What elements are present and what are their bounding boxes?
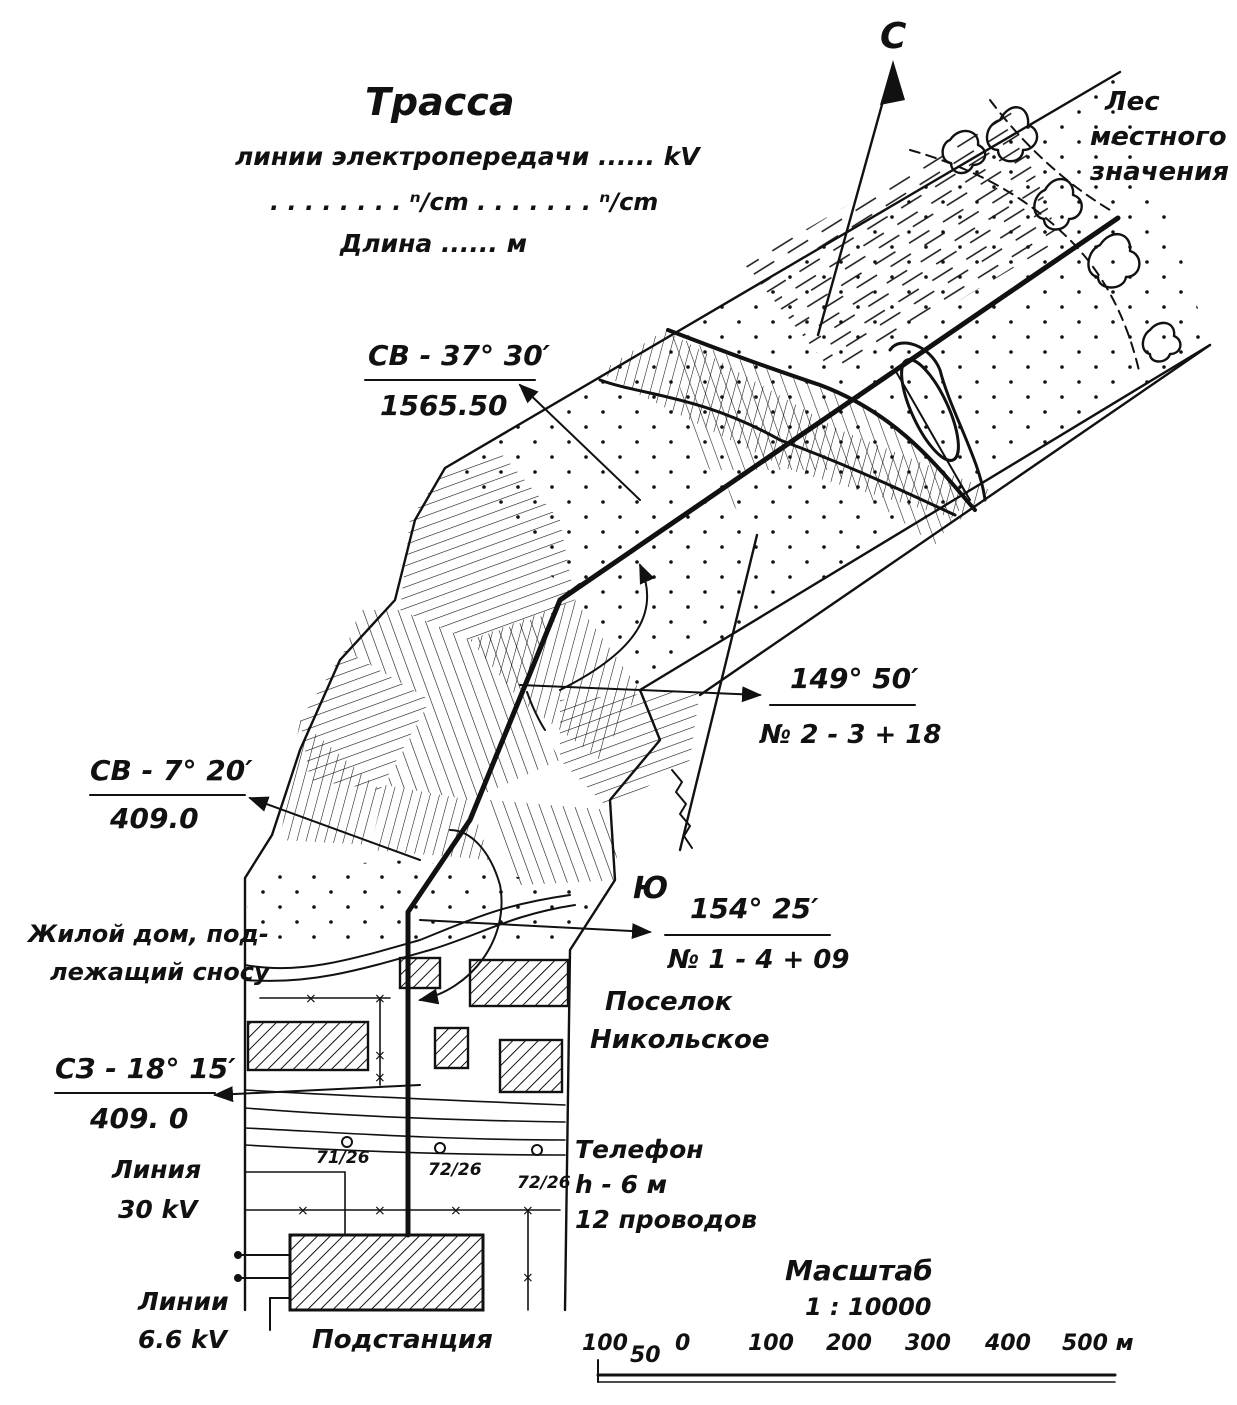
building bbox=[433, 1026, 470, 1070]
building bbox=[498, 1038, 564, 1094]
village-label-line1: Поселок bbox=[605, 987, 734, 1017]
line66-label-line2: 6.6 kV bbox=[138, 1325, 229, 1354]
forest-label-line3: значения bbox=[1089, 157, 1229, 187]
scale-bar: Масштаб 1 : 10000 100 50 0 100 200 300 4… bbox=[582, 1254, 1134, 1383]
forest-area bbox=[909, 99, 1182, 376]
forest-label-line1: Лес bbox=[1104, 87, 1160, 117]
scale-tick-label: 100 bbox=[748, 1331, 794, 1356]
bearing-label-2: 149° 50′ № 2 - 3 + 18 bbox=[759, 662, 941, 750]
house-label-line1: Жилой дом, под- bbox=[26, 920, 269, 948]
title-line2: . . . . . . . . ⁿ/cm . . . . . . . ⁿ/cm bbox=[270, 188, 658, 216]
scale-title: Масштаб bbox=[785, 1254, 933, 1287]
feeder-lines bbox=[234, 1251, 291, 1331]
power-line-route bbox=[405, 215, 1121, 1238]
svg-text:×: × bbox=[305, 991, 317, 1007]
bearing-4-angle: 154° 25′ bbox=[690, 892, 819, 925]
scale-tick-label: 0 bbox=[675, 1331, 690, 1356]
scale-tick-label: 500 м bbox=[1062, 1331, 1134, 1356]
svg-text:×: × bbox=[374, 1048, 386, 1064]
bearing-1-length: 1565.50 bbox=[380, 389, 508, 422]
line30-label: Линия 30 kV bbox=[111, 1155, 201, 1224]
svg-text:×: × bbox=[522, 1270, 534, 1286]
north-arrow: С bbox=[816, 16, 907, 337]
pole-label-1: 71/26 bbox=[316, 1148, 370, 1168]
scale-tick-label: 200 bbox=[826, 1331, 872, 1356]
phone-label-line2: h - 6 м bbox=[575, 1170, 667, 1199]
pole-labels: 71/26 72/26 72/26 bbox=[316, 1148, 571, 1193]
building bbox=[468, 958, 570, 1008]
substation bbox=[288, 1233, 485, 1312]
phone-label: Телефон h - 6 м 12 проводов bbox=[575, 1135, 757, 1234]
line66-label: Линии 6.6 kV bbox=[137, 1287, 229, 1354]
forest-label: Лес местного значения bbox=[1089, 87, 1229, 187]
bearing-label-4: 154° 25′ № 1 - 4 + 09 bbox=[664, 892, 849, 975]
bearing-2-angle: 149° 50′ bbox=[790, 662, 919, 695]
title-line3: Длина ...... м bbox=[339, 229, 527, 258]
house-label: Жилой дом, под- лежащий сносу bbox=[26, 920, 271, 986]
bearing-leaders bbox=[213, 383, 762, 1103]
bearing-3-angle: СВ - 7° 20′ bbox=[90, 754, 253, 787]
svg-text:×: × bbox=[297, 1203, 309, 1219]
line30-label-line1: Линия bbox=[111, 1155, 201, 1184]
scale-tick-label: 300 bbox=[905, 1331, 951, 1356]
bearing-3-length: 409.0 bbox=[109, 802, 199, 835]
building bbox=[246, 1020, 370, 1072]
svg-text:×: × bbox=[374, 1070, 386, 1086]
pole-label-3: 72/26 bbox=[517, 1173, 571, 1193]
substation-label: Подстанция bbox=[312, 1325, 493, 1355]
village-label-line2: Никольское bbox=[590, 1025, 770, 1055]
fence-lines bbox=[244, 997, 561, 1311]
corridor-terrain bbox=[245, 72, 1210, 950]
scale-tick-label: 400 bbox=[984, 1331, 1031, 1356]
bearing-label-3: СВ - 7° 20′ 409.0 bbox=[89, 754, 253, 835]
fence-x-marks: × × × × × × × × × bbox=[297, 991, 534, 1286]
svg-text:×: × bbox=[522, 1203, 534, 1219]
title-block: Трасса линии электропередачи ...... kV .… bbox=[235, 80, 701, 258]
village bbox=[244, 894, 576, 1156]
pole-label-2: 72/26 bbox=[428, 1160, 482, 1180]
title-main: Трасса bbox=[365, 80, 514, 124]
scale-tick-label: 50 bbox=[630, 1343, 661, 1368]
angle-arcs bbox=[418, 563, 655, 1005]
svg-text:×: × bbox=[374, 1203, 386, 1219]
bearing-5-length: 409. 0 bbox=[89, 1102, 188, 1135]
bearing-label-5: СЗ - 18° 15′ 409. 0 bbox=[54, 1052, 236, 1135]
line30-label-line2: 30 kV bbox=[118, 1195, 199, 1224]
village-label: Поселок Никольское bbox=[590, 987, 770, 1055]
bearing-4-station: № 1 - 4 + 09 bbox=[667, 945, 849, 975]
bearing-label-1: СВ - 37° 30′ 1565.50 bbox=[364, 339, 551, 422]
river bbox=[598, 328, 987, 517]
telephone-poles bbox=[341, 1136, 543, 1156]
bearing-1-angle: СВ - 37° 30′ bbox=[368, 339, 551, 372]
north-label: С bbox=[880, 16, 907, 57]
south-label: Ю bbox=[633, 871, 668, 906]
svg-text:×: × bbox=[374, 991, 386, 1007]
house-to-demolish bbox=[398, 956, 442, 990]
svg-text:×: × bbox=[450, 1203, 462, 1219]
scale-ratio: 1 : 10000 bbox=[805, 1293, 932, 1321]
house-label-line2: лежащий сносу bbox=[50, 958, 271, 986]
scale-tick-label: 100 bbox=[582, 1331, 628, 1356]
phone-label-line1: Телефон bbox=[575, 1135, 704, 1164]
forest-label-line2: местного bbox=[1090, 122, 1227, 152]
title-line1: линии электропередачи ...... kV bbox=[235, 142, 701, 171]
phone-label-line3: 12 проводов bbox=[575, 1205, 757, 1234]
bearing-2-station: № 2 - 3 + 18 bbox=[759, 720, 941, 750]
line66-label-line1: Линии bbox=[137, 1287, 229, 1316]
bearing-5-angle: СЗ - 18° 15′ bbox=[55, 1052, 236, 1085]
